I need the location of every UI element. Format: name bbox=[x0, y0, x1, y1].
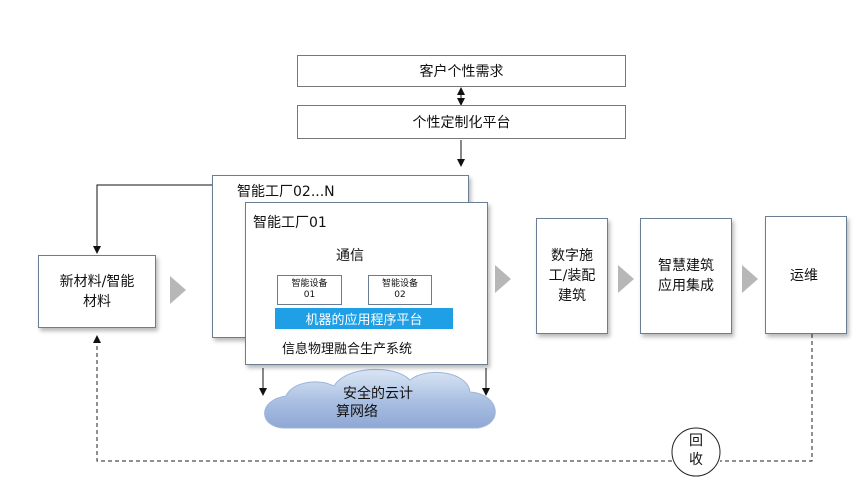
machine-app-platform-label: 机器的应用程序平台 bbox=[305, 313, 423, 328]
smart-building-line1: 智慧建筑 bbox=[658, 258, 714, 274]
device-02-number: 02 bbox=[394, 290, 406, 300]
smart-device-01: 智能设备 01 bbox=[277, 275, 342, 305]
factory-01-label: 智能工厂01 bbox=[253, 215, 327, 231]
factory-materials-arrow bbox=[93, 184, 212, 254]
materials-label-line2: 材料 bbox=[83, 293, 111, 310]
recycle-label-line2: 收 bbox=[689, 452, 703, 468]
flow-arrow-materials-factory bbox=[170, 276, 186, 304]
digital-construction-line3: 建筑 bbox=[558, 288, 586, 304]
recycle-label-line1: 回 bbox=[689, 433, 703, 449]
recycle-dashed-line bbox=[720, 334, 813, 462]
smart-building-line2: 应用集成 bbox=[658, 278, 714, 294]
flow-arrow-digital-smart bbox=[618, 265, 634, 293]
recycle-label: 回 收 bbox=[686, 432, 706, 470]
operation-label: 运维 bbox=[790, 268, 818, 284]
recycle-circle bbox=[671, 427, 721, 477]
device-01-name: 智能设备 bbox=[291, 279, 328, 289]
cloud-label-line2: 算网络 bbox=[336, 404, 378, 420]
digital-construction-box: 数字施 工/装配 建筑 bbox=[536, 218, 608, 334]
smart-building-box: 智慧建筑 应用集成 bbox=[640, 218, 732, 334]
digital-construction-line2: 工/装配 bbox=[548, 268, 596, 284]
custom-platform-label: 个性定制化平台 bbox=[412, 115, 511, 131]
digital-construction-line1: 数字施 bbox=[551, 248, 593, 264]
cps-label: 信息物理融合生产系统 bbox=[282, 342, 413, 357]
device-01-number: 01 bbox=[303, 290, 316, 300]
communication-label: 通信 bbox=[334, 245, 366, 265]
materials-box: 新材料/智能 材料 bbox=[38, 255, 156, 328]
custom-platform-box: 个性定制化平台 bbox=[297, 105, 626, 139]
flow-arrow-smart-operation bbox=[742, 265, 758, 293]
materials-label-line1: 新材料/智能 bbox=[59, 273, 135, 290]
machine-app-platform-bar: 机器的应用程序平台 bbox=[275, 308, 453, 329]
operation-box: 运维 bbox=[765, 216, 847, 334]
customer-needs-box: 客户个性需求 bbox=[297, 55, 626, 87]
cloud-shape bbox=[264, 368, 496, 429]
flow-arrow-factory-digital bbox=[495, 265, 511, 293]
customer-needs-label: 客户个性需求 bbox=[419, 64, 504, 80]
factory-n-label: 智能工厂02...N bbox=[237, 184, 335, 200]
device-02-name: 智能设备 bbox=[381, 279, 418, 289]
cloud-label: 安全的云计 算网络 bbox=[318, 385, 438, 421]
smart-device-02: 智能设备 02 bbox=[368, 275, 432, 305]
cloud-label-line1: 安全的云计 bbox=[343, 386, 413, 402]
